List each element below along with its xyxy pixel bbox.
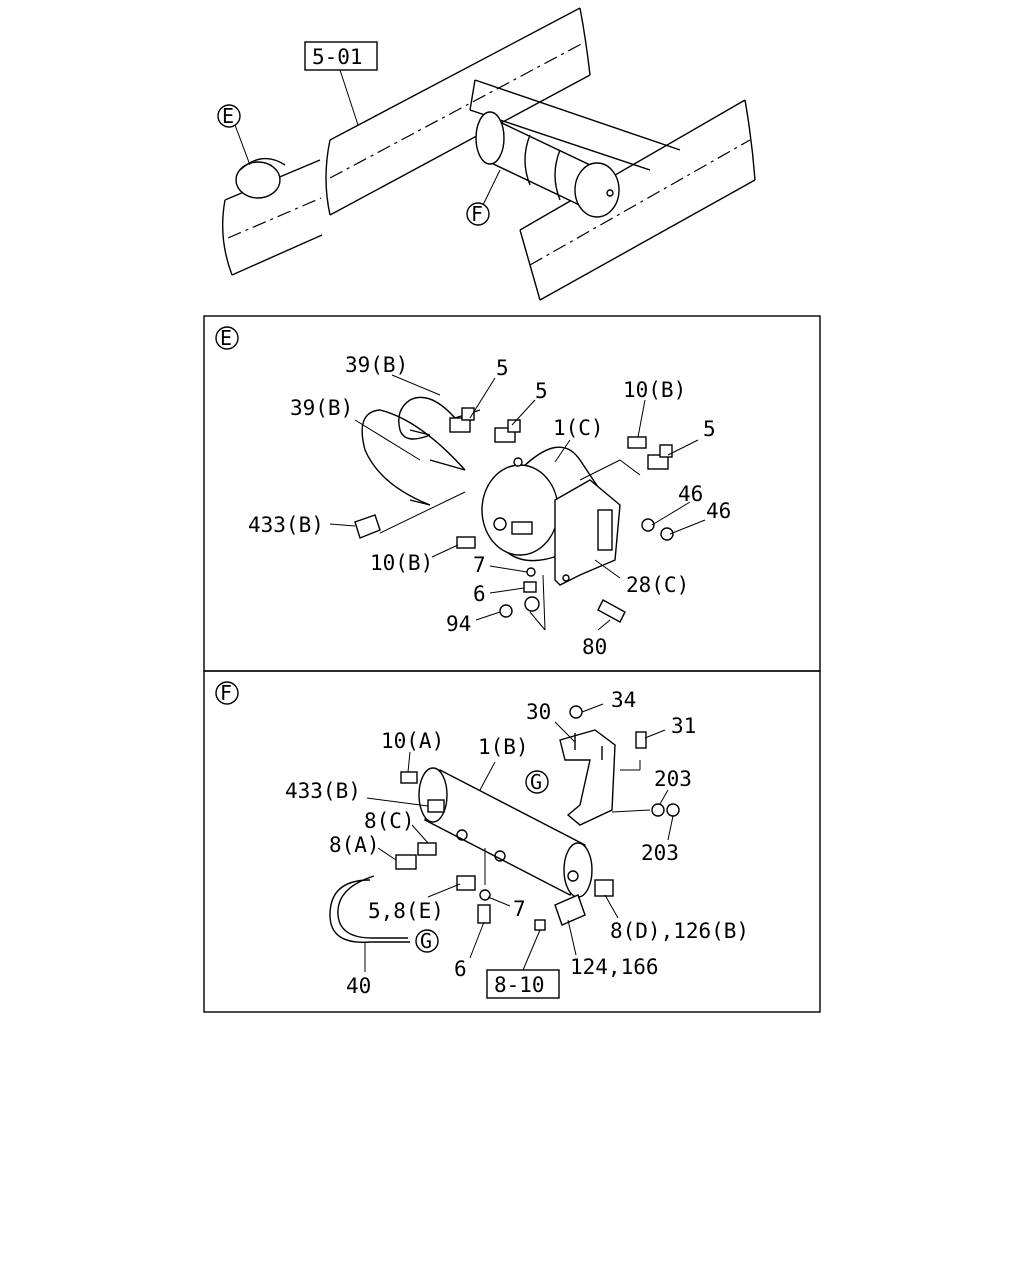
washer-94	[499, 604, 513, 618]
svg-text:F: F	[220, 681, 232, 705]
label-31: 31	[671, 714, 696, 738]
nut-46-b	[660, 527, 674, 541]
fitting-5-a	[449, 407, 475, 433]
tank-1c	[481, 446, 601, 562]
panel-f: F	[203, 670, 821, 1013]
washer-7-e	[526, 567, 536, 577]
panel-f-g-marker-b: G	[415, 929, 439, 953]
label-203-a: 203	[654, 767, 692, 791]
svg-text:E: E	[220, 326, 232, 350]
label-1c: 1(C)	[553, 416, 604, 440]
nut-46-a	[641, 518, 655, 532]
label-5-8e: 5,8(E)	[368, 899, 444, 923]
panel-e-marker: E	[215, 326, 239, 350]
label-10a: 10(A)	[381, 729, 444, 753]
svg-text:G: G	[530, 770, 542, 794]
label-433b-f: 433(B)	[285, 779, 361, 803]
label-8d-126b: 8(D),126(B)	[610, 919, 749, 943]
fitting-5-c	[647, 444, 673, 470]
label-40: 40	[346, 974, 371, 998]
panel-e-leaders	[329, 374, 706, 631]
drain-6-f	[477, 904, 491, 924]
label-203-b: 203	[641, 841, 679, 865]
fitting-10b-top	[627, 436, 647, 449]
panel-f-labels: 30 34 31 10(A) 1(B) 203 433(B) 8(C) 8(A)…	[285, 688, 749, 998]
overview-tank-f	[475, 111, 620, 218]
label-30: 30	[526, 700, 551, 724]
label-46-b: 46	[706, 499, 731, 523]
fitting-5-8e	[456, 875, 476, 891]
tank-1b	[418, 767, 593, 898]
fitting-5-b	[494, 419, 521, 443]
label-433b-plate-e	[354, 514, 381, 539]
nut-203-a	[651, 803, 665, 817]
label-34: 34	[611, 688, 636, 712]
label-39b-top: 39(B)	[345, 353, 408, 377]
nut-203-b	[666, 803, 680, 817]
bolt-80	[597, 599, 626, 623]
fitting-10a	[400, 771, 418, 784]
label-46-a: 46	[678, 482, 703, 506]
overview-illustration: 5-01	[217, 7, 756, 301]
panel-f-g-marker-a: G	[525, 770, 549, 794]
svg-text:G: G	[420, 929, 432, 953]
fitting-8c	[417, 842, 437, 856]
label-433b: 433(B)	[248, 513, 324, 537]
overview-ref-label: 5-01	[312, 45, 363, 69]
label-6-f: 6	[454, 957, 467, 981]
washer-7-f	[479, 889, 491, 901]
label-80: 80	[582, 635, 607, 659]
overview-callout-e[interactable]: E	[217, 104, 251, 166]
hose-40	[329, 875, 410, 943]
label-124-166: 124,166	[570, 955, 659, 979]
panel-f-marker: F	[215, 681, 239, 705]
fitting-8a	[395, 854, 417, 870]
panel-f-ref-label: 8-10	[494, 973, 545, 997]
label-8a: 8(A)	[329, 833, 380, 857]
label-10b-bot: 10(B)	[370, 551, 433, 575]
label-10b-top: 10(B)	[623, 378, 686, 402]
label-1b: 1(B)	[478, 735, 529, 759]
bracket-30	[559, 729, 616, 826]
bracket-28c	[554, 479, 621, 586]
overview-ref-box[interactable]	[304, 41, 378, 71]
label-28c: 28(C)	[626, 573, 689, 597]
bolt-31	[635, 731, 647, 749]
panel-e-labels: 39(B) 39(B) 5 5 10(B) 1(C) 5 46 46 433(B…	[248, 353, 731, 659]
label-5-b: 5	[535, 379, 548, 403]
label-8c: 8(C)	[364, 809, 415, 833]
label-5-a: 5	[496, 356, 509, 380]
label-94: 94	[446, 612, 471, 636]
label-39b-mid: 39(B)	[290, 396, 353, 420]
fitting-10b-bot	[456, 536, 476, 549]
panel-e: E	[203, 315, 821, 672]
fitting-8d	[594, 879, 614, 897]
label-7: 7	[473, 553, 486, 577]
overview-callout-f[interactable]: F	[466, 169, 501, 226]
overview-tank-e	[235, 157, 286, 199]
switch-124-166	[534, 894, 586, 931]
svg-text:E: E	[222, 104, 234, 128]
label-5-c: 5	[703, 417, 716, 441]
nut-34	[569, 705, 583, 719]
panel-f-leaders	[364, 703, 674, 972]
panel-f-frame	[203, 670, 821, 1013]
hoses-39b	[361, 396, 481, 506]
label-6: 6	[473, 582, 486, 606]
label-7-f: 7	[513, 897, 526, 921]
svg-text:F: F	[471, 202, 483, 226]
drain-6-e	[523, 581, 540, 612]
